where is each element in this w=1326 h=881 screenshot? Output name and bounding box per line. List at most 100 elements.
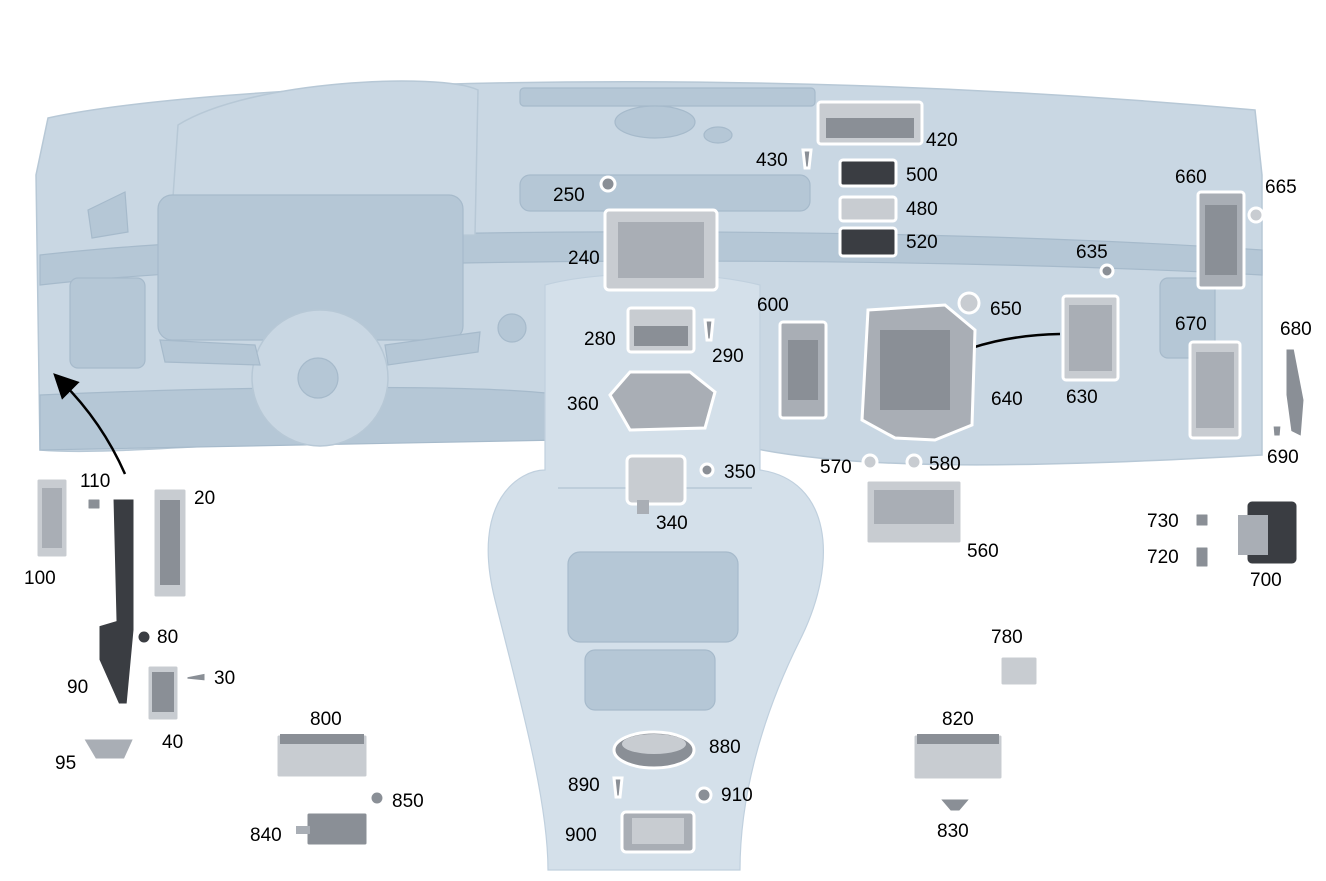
- label-665: 665: [1265, 177, 1297, 198]
- label-30: 30: [214, 668, 235, 689]
- label-910: 910: [721, 785, 753, 806]
- label-635: 635: [1076, 242, 1108, 263]
- part-680-bracket: [1283, 346, 1307, 441]
- part-labels: 20 30 40 80 90 95 100 110 240 250 280 29…: [24, 130, 1312, 846]
- label-820: 820: [942, 709, 974, 730]
- part-570-nut: [861, 453, 879, 471]
- part-500-module: [838, 158, 898, 188]
- part-480-module: [838, 195, 898, 223]
- label-420: 420: [926, 130, 958, 151]
- part-520-frame: [838, 226, 898, 258]
- part-430-screw: [801, 148, 813, 170]
- label-640: 640: [991, 389, 1023, 410]
- label-480: 480: [906, 199, 938, 220]
- part-95-bracket: [79, 736, 138, 762]
- part-110-connector: [85, 496, 103, 512]
- label-570: 570: [820, 457, 852, 478]
- steering-spokes: [159, 331, 481, 366]
- label-80: 80: [157, 627, 178, 648]
- label-430: 430: [756, 150, 788, 171]
- label-360: 360: [567, 394, 599, 415]
- label-290: 290: [712, 346, 744, 367]
- part-580-nut: [905, 453, 923, 471]
- part-90-bracket: [96, 496, 137, 707]
- label-250: 250: [553, 185, 585, 206]
- label-840: 840: [250, 825, 282, 846]
- center-console-illustration: [487, 273, 824, 871]
- label-240: 240: [568, 248, 600, 269]
- top-speaker-grille: [519, 87, 816, 107]
- part-40-module: [145, 663, 181, 723]
- label-110: 110: [80, 471, 110, 492]
- part-30-screw: [184, 670, 208, 684]
- part-340-module: [625, 454, 687, 514]
- part-670-module: [1188, 340, 1242, 440]
- part-780-connector: [998, 654, 1040, 688]
- part-800-module: [274, 732, 370, 780]
- arrow-to-dashboard-left: [53, 373, 127, 475]
- left-vent: [69, 277, 146, 369]
- label-880: 880: [709, 737, 741, 758]
- label-500: 500: [906, 165, 938, 186]
- part-420-module: [816, 100, 924, 146]
- label-660: 660: [1175, 167, 1207, 188]
- label-90: 90: [67, 677, 88, 698]
- label-580: 580: [929, 454, 961, 475]
- part-280-module: [626, 306, 696, 354]
- label-95: 95: [55, 753, 76, 774]
- part-240-module: [603, 208, 719, 292]
- label-100: 100: [24, 568, 56, 589]
- part-700-switch: [1238, 498, 1300, 567]
- label-900: 900: [565, 825, 597, 846]
- part-840-module: [296, 810, 370, 848]
- label-630: 630: [1066, 387, 1098, 408]
- part-600-module: [778, 320, 828, 420]
- part-850-nut: [368, 789, 386, 807]
- label-650: 650: [990, 299, 1022, 320]
- part-100-module: [34, 476, 70, 560]
- part-640-module: [860, 303, 977, 442]
- label-670: 670: [1175, 314, 1207, 335]
- label-280: 280: [584, 329, 616, 350]
- part-690-screw: [1270, 423, 1284, 439]
- label-690: 690: [1267, 447, 1299, 468]
- part-665-nut: [1247, 206, 1265, 224]
- label-340: 340: [656, 513, 688, 534]
- label-680: 680: [1280, 319, 1312, 340]
- part-820-module: [911, 732, 1005, 782]
- part-80-nut: [135, 628, 153, 646]
- label-350: 350: [724, 462, 756, 483]
- part-560-fusebox: [864, 478, 964, 546]
- part-630-module: [1061, 294, 1120, 382]
- part-660-module: [1196, 190, 1246, 290]
- part-910-nut: [695, 786, 713, 804]
- steering-hub: [297, 357, 339, 399]
- dash-knob: [497, 313, 527, 343]
- label-800: 800: [310, 709, 342, 730]
- label-560: 560: [967, 541, 999, 562]
- label-720: 720: [1147, 547, 1179, 568]
- label-830: 830: [937, 821, 969, 842]
- left-corner-vent: [87, 191, 129, 239]
- part-890-screw: [612, 776, 624, 799]
- label-700: 700: [1250, 570, 1282, 591]
- part-720-connector: [1193, 544, 1211, 570]
- part-20-module: [151, 486, 189, 600]
- part-830-bracket: [934, 796, 976, 814]
- label-600: 600: [757, 295, 789, 316]
- label-20: 20: [194, 488, 215, 509]
- part-635-screw: [1099, 263, 1115, 279]
- part-900-module: [620, 810, 696, 854]
- speaker-round-large: [614, 105, 696, 139]
- part-250-screw: [599, 175, 617, 193]
- label-850: 850: [392, 791, 424, 812]
- console-cupholder: [584, 649, 716, 711]
- part-730-connector: [1193, 511, 1211, 529]
- right-vent: [1159, 277, 1216, 359]
- part-650-nut: [957, 291, 981, 315]
- part-350-nut: [699, 462, 715, 478]
- label-40: 40: [162, 732, 183, 753]
- console-tray: [567, 551, 739, 643]
